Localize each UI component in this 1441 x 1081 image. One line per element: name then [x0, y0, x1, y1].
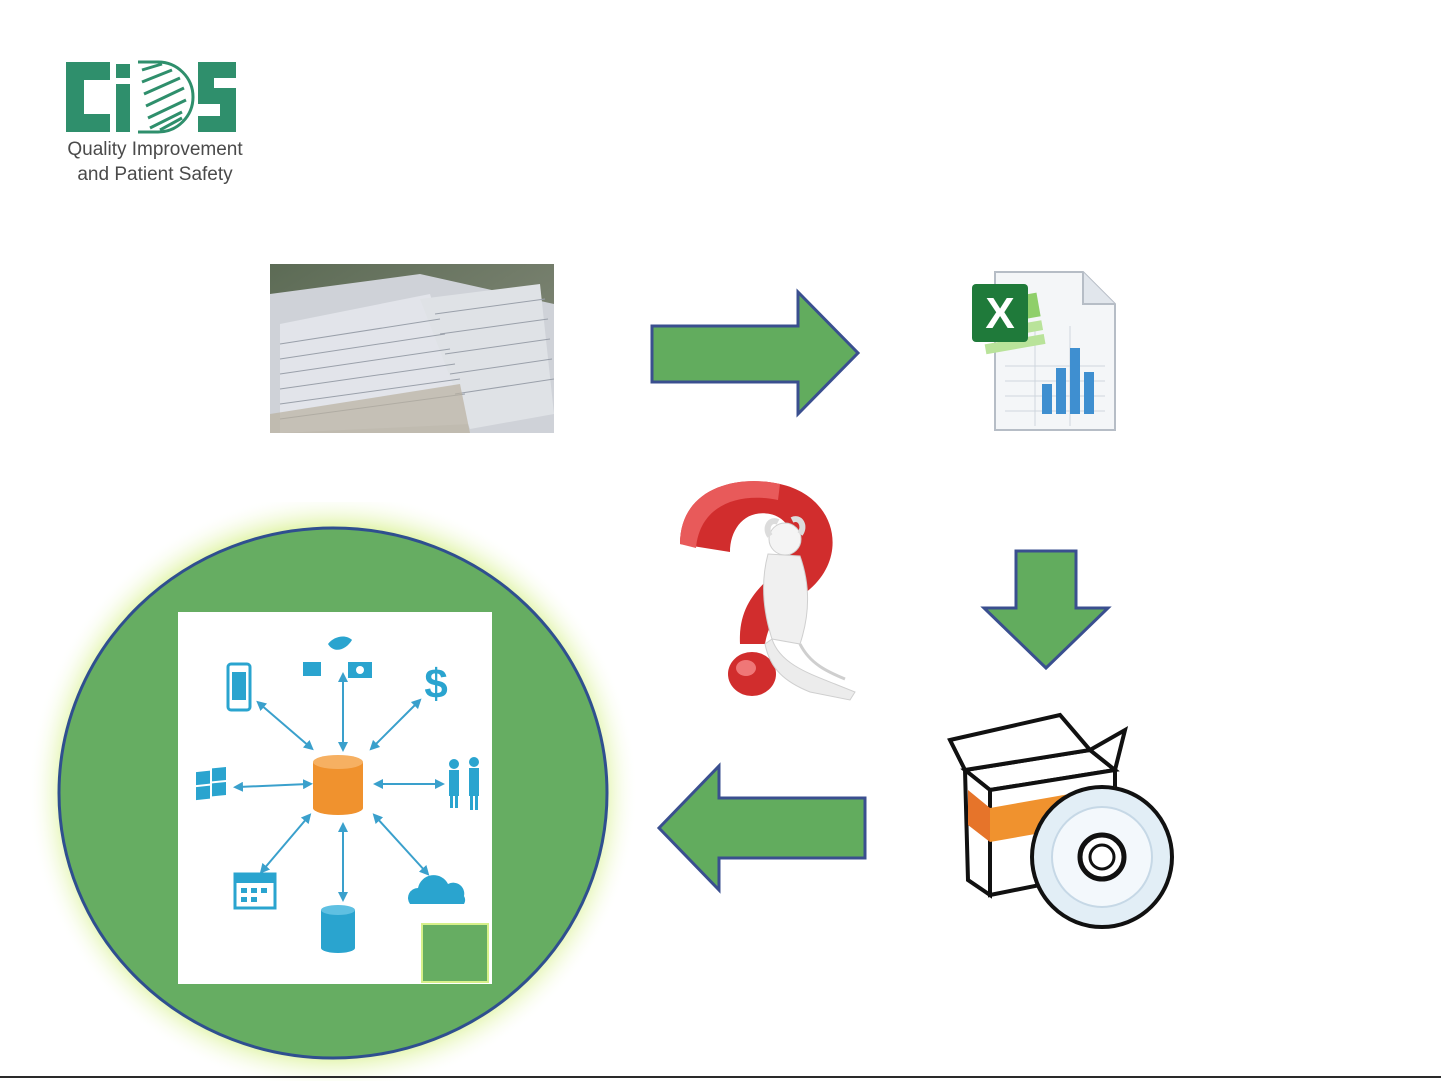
paper-records-image: [270, 264, 554, 433]
confused-person-question-icon: [660, 474, 865, 704]
svg-text:X: X: [985, 289, 1014, 338]
arrow-right-icon: [648, 288, 862, 418]
arrow-down-icon: [980, 548, 1112, 672]
bottom-divider: [0, 1076, 1441, 1078]
center-database-icon: [313, 755, 363, 815]
logo-line1: Quality Improvement: [50, 137, 260, 162]
svg-text:$: $: [424, 660, 447, 707]
cids-logo-mark: [50, 52, 260, 137]
cids-logo: Quality Improvement and Patient Safety: [50, 52, 260, 192]
arrow-left-icon: [655, 762, 869, 894]
green-square-marker: [421, 923, 489, 983]
excel-spreadsheet-icon: X: [960, 266, 1120, 436]
software-box-icon: [940, 710, 1185, 945]
logo-line2: and Patient Safety: [50, 162, 260, 187]
